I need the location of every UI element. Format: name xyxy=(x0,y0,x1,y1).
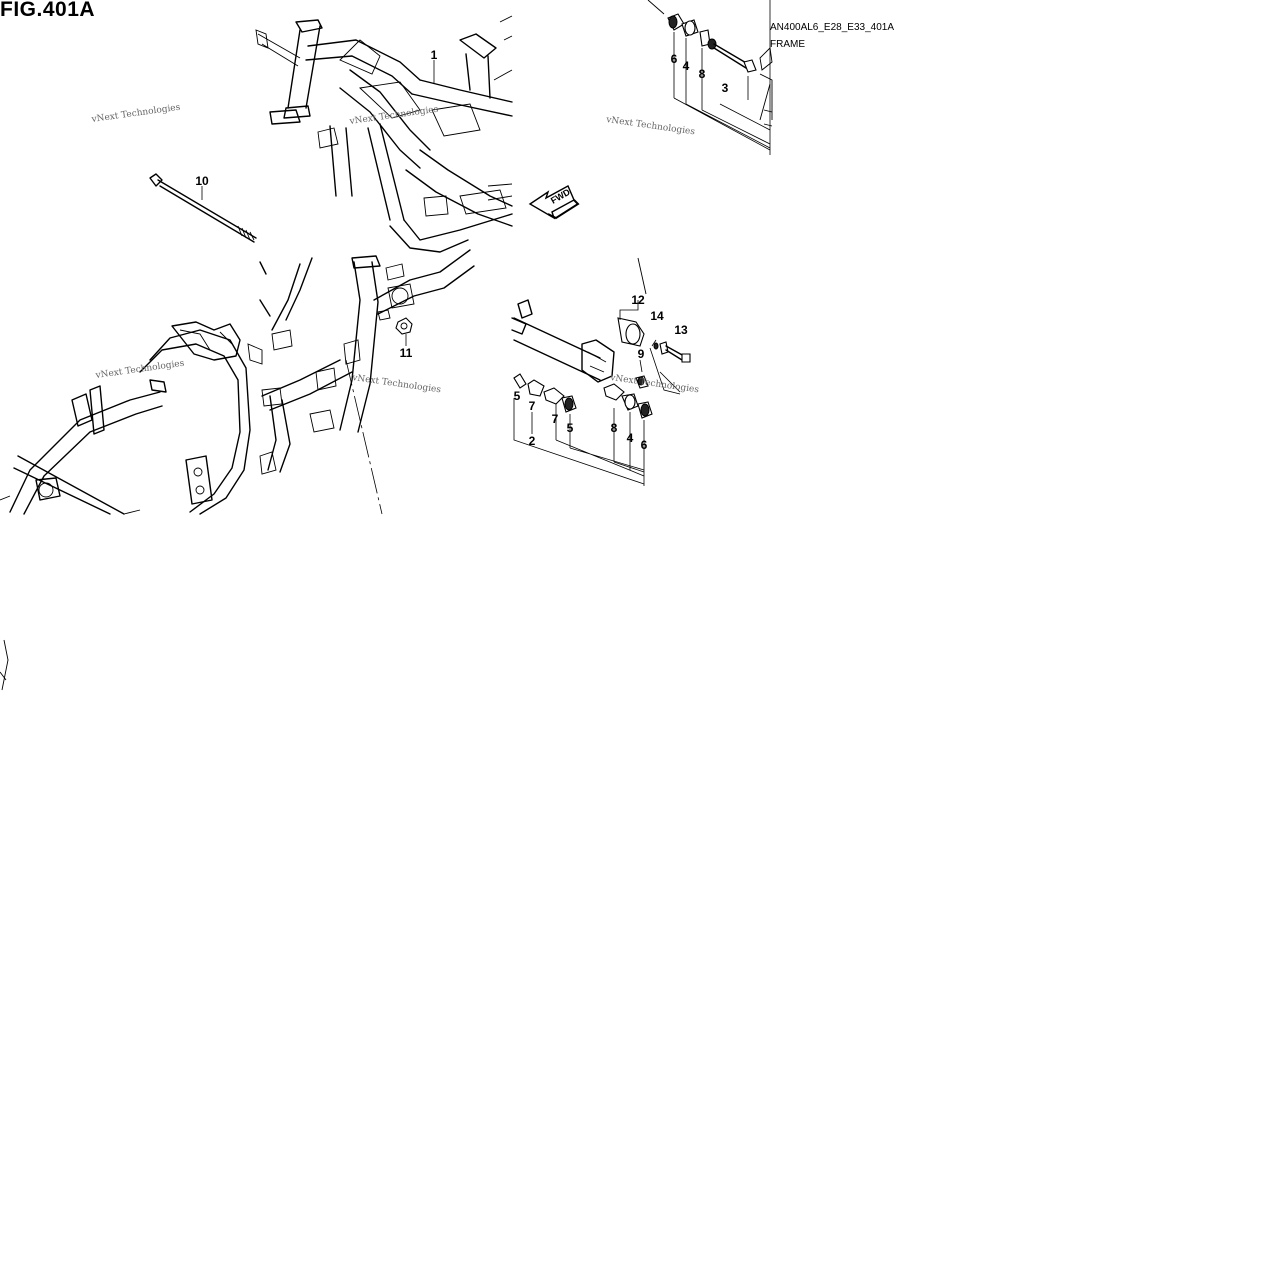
callout-13: 13 xyxy=(674,323,688,337)
callout-11: 11 xyxy=(400,346,413,360)
callout-1: 1 xyxy=(431,48,438,62)
watermarks: vNext Technologies vNext Technologies vN… xyxy=(90,103,700,396)
through-bolt-10 xyxy=(149,173,257,243)
watermark-2: vNext Technologies xyxy=(348,105,439,128)
figure-name: FRAME xyxy=(770,39,805,50)
callout-4-lower: 4 xyxy=(627,431,634,445)
callouts: 1 10 11 6 4 8 3 12 14 13 9 5 7 7 5 2 8 4… xyxy=(195,48,728,452)
callout-8-lower: 8 xyxy=(611,421,618,435)
figure-code: AN400AL6_E28_E33_401A xyxy=(770,22,894,33)
callout-2: 2 xyxy=(529,434,536,448)
callout-6-lower: 6 xyxy=(641,438,648,452)
callout-7-right: 7 xyxy=(552,412,559,426)
frame-illustration xyxy=(0,15,513,691)
callout-5-right: 5 xyxy=(567,421,574,435)
watermark-1: vNext Technologies xyxy=(90,103,181,126)
reference-line-frame xyxy=(345,359,383,515)
watermark-3: vNext Technologies xyxy=(605,115,696,138)
figure-title: FIG.401A xyxy=(0,0,96,21)
callout-12: 12 xyxy=(631,293,645,307)
lower-mount-detail xyxy=(511,257,691,486)
callout-9: 9 xyxy=(638,347,645,361)
callout-7-left: 7 xyxy=(529,399,536,413)
callout-14: 14 xyxy=(650,309,664,323)
rear-frame xyxy=(259,249,475,475)
main-tubes xyxy=(305,15,513,253)
rear-loop xyxy=(0,321,263,691)
callout-3: 3 xyxy=(722,81,729,95)
upper-mount-detail xyxy=(647,0,773,155)
watermark-4: vNext Technologies xyxy=(94,359,185,382)
callout-5-left: 5 xyxy=(514,389,521,403)
fwd-arrow-icon: FWD xyxy=(528,185,580,220)
callout-8-upper: 8 xyxy=(699,67,706,81)
callout-10: 10 xyxy=(195,174,209,188)
steering-head xyxy=(255,19,323,125)
callout-6-upper: 6 xyxy=(671,52,678,66)
watermark-5: vNext Technologies xyxy=(351,373,442,396)
nut-11 xyxy=(377,309,413,335)
callout-4-upper: 4 xyxy=(683,59,690,73)
